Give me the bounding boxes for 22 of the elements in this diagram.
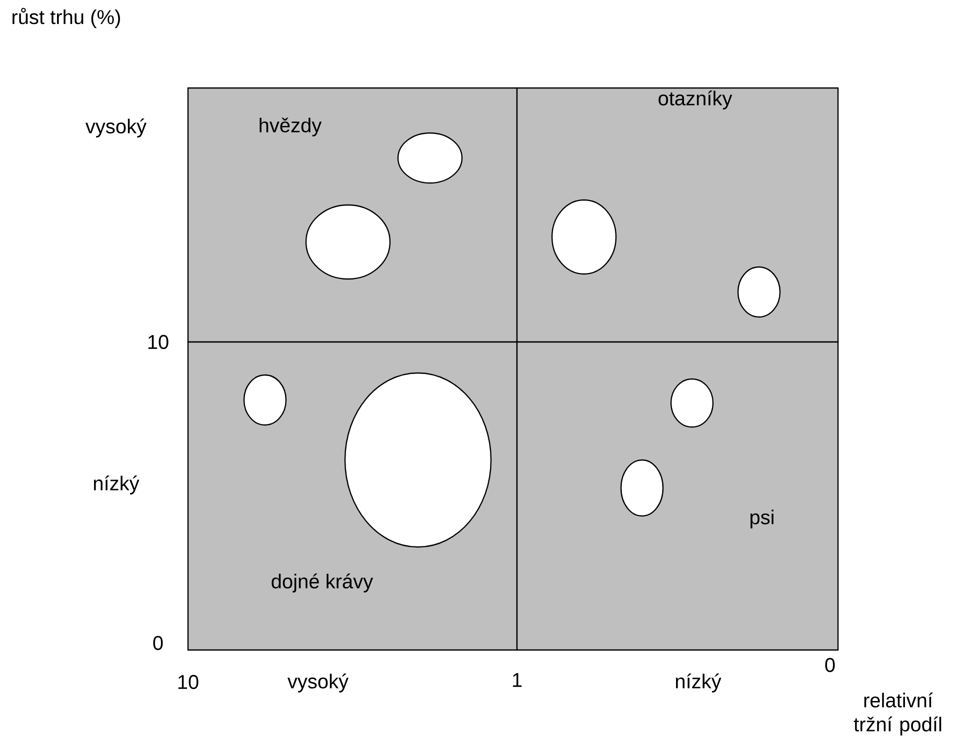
business-ellipse bbox=[551, 199, 617, 275]
axis-label: 0 bbox=[153, 636, 163, 650]
axis-label: vysoký bbox=[288, 674, 349, 692]
quadrant-box: psi bbox=[516, 341, 839, 651]
axis-label: 0 bbox=[825, 658, 835, 672]
business-ellipse bbox=[397, 132, 463, 184]
business-ellipse bbox=[305, 204, 391, 280]
axis-label: 10 bbox=[178, 674, 198, 690]
business-ellipse bbox=[243, 374, 287, 426]
axis-label: vysoký bbox=[86, 118, 147, 138]
axis-label: 10 bbox=[148, 334, 168, 350]
axis-label: 1 bbox=[512, 673, 522, 687]
quadrant-box: otazníky bbox=[516, 87, 839, 343]
axis-label: nízký bbox=[94, 476, 140, 494]
business-ellipse bbox=[737, 266, 781, 318]
axis-label: růst trhu (%) bbox=[12, 8, 120, 28]
business-ellipse bbox=[670, 378, 714, 428]
business-ellipse bbox=[344, 372, 492, 548]
axis-label: nízký bbox=[676, 674, 722, 692]
axis-label: relativní tržní podíl bbox=[854, 692, 942, 736]
quadrant-box: hvězdy bbox=[187, 87, 518, 343]
business-ellipse bbox=[620, 459, 664, 517]
